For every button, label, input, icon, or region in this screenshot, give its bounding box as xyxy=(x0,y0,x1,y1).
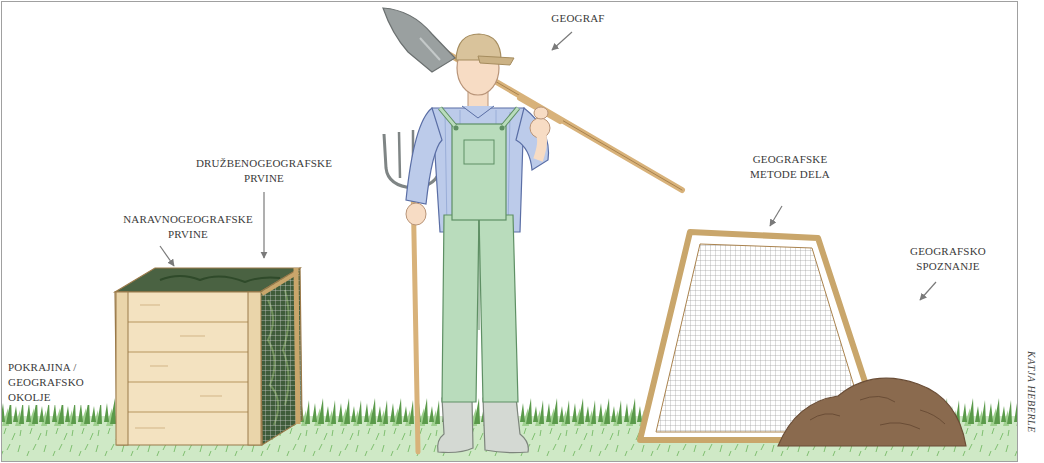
shovel-handle xyxy=(520,98,560,121)
geographer-figure xyxy=(384,34,550,453)
callout-label: GEOGRAF xyxy=(523,11,633,26)
hand xyxy=(534,107,548,119)
frame xyxy=(2,2,1018,462)
callout-label: GEOGRAFSKO SPOZNANJE xyxy=(896,244,1000,274)
callout-label: GEOGRAFSKE METODE DELA xyxy=(740,152,840,182)
compost-crate xyxy=(115,268,302,445)
leader-arrows xyxy=(160,32,936,300)
callout-label: NARAVNOGEOGRAFSKE PRVINE xyxy=(116,212,261,242)
callout-label: DRUŽBENOGEOGRAFSKE PRVINE xyxy=(189,156,339,186)
credit-label: KATJA HEBERLE xyxy=(1024,351,1038,433)
callout-label: POKRAJINA / GEOGRAFSKO OKOLJE xyxy=(6,360,102,405)
soil-pile xyxy=(778,378,966,446)
